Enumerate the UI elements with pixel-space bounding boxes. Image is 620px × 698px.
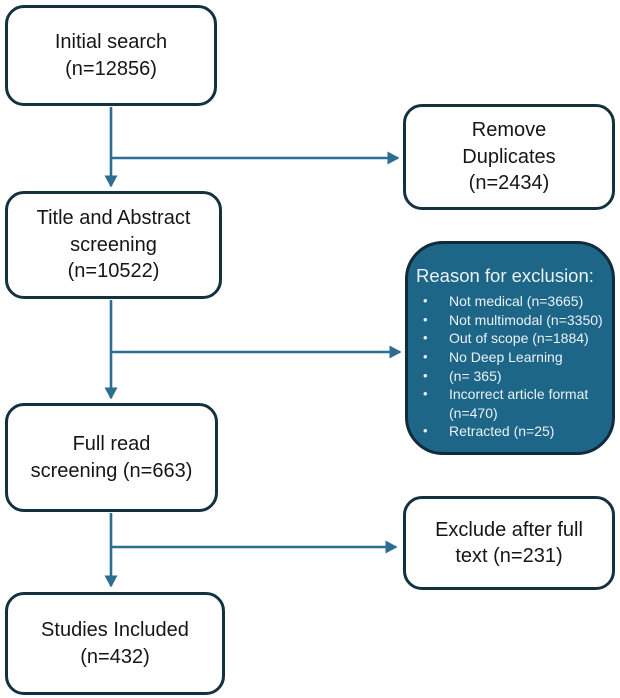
exclusion-item: • No Deep Learning bbox=[415, 348, 606, 367]
exclusion-item-label: No Deep Learning bbox=[449, 349, 563, 366]
bullet-icon: • bbox=[423, 293, 428, 309]
exclusion-item-label: Incorrect article format (n=470) bbox=[449, 386, 589, 421]
bullet-icon: • bbox=[423, 367, 428, 383]
exclusion-reasons-title: Reason for exclusion: bbox=[416, 265, 594, 286]
exclusion-item-label: Not medical (n=3665) bbox=[449, 293, 584, 310]
exclusion-item: • Not multimodal (n=3350) bbox=[415, 311, 606, 330]
exclude-after-full-text-box: Exclude after full text (n=231) bbox=[403, 496, 615, 590]
studies-included-box: Studies Included (n=432) bbox=[5, 592, 225, 695]
exclusion-item: • (n= 365) bbox=[415, 367, 606, 386]
exclusion-item: • Retracted (n=25) bbox=[415, 422, 606, 441]
exclusion-reasons-box: Reason for exclusion: • Not medical (n=3… bbox=[405, 241, 615, 455]
bullet-icon: • bbox=[423, 311, 428, 327]
full-read-screening-box: Full read screening (n=663) bbox=[5, 403, 218, 512]
exclusion-item-label: Not multimodal (n=3350) bbox=[449, 311, 603, 328]
remove-duplicates-box: Remove Duplicates (n=2434) bbox=[403, 104, 615, 210]
bullet-icon: • bbox=[423, 330, 428, 346]
bullet-icon: • bbox=[423, 349, 428, 365]
bullet-icon: • bbox=[423, 386, 428, 402]
initial-search-box: Initial search (n=12856) bbox=[5, 5, 217, 106]
exclusion-item-label: Retracted (n=25) bbox=[449, 423, 555, 440]
exclusion-item: • Incorrect article format (n=470) bbox=[415, 385, 606, 422]
exclusion-item-label: (n= 365) bbox=[449, 367, 502, 384]
exclusion-item: • Not medical (n=3665) bbox=[415, 292, 606, 311]
exclusion-item: • Out of scope (n=1884) bbox=[415, 329, 606, 348]
bullet-icon: • bbox=[423, 423, 428, 439]
exclusion-item-label: Out of scope (n=1884) bbox=[449, 330, 589, 347]
title-abstract-screening-box: Title and Abstract screening (n=10522) bbox=[5, 191, 222, 299]
